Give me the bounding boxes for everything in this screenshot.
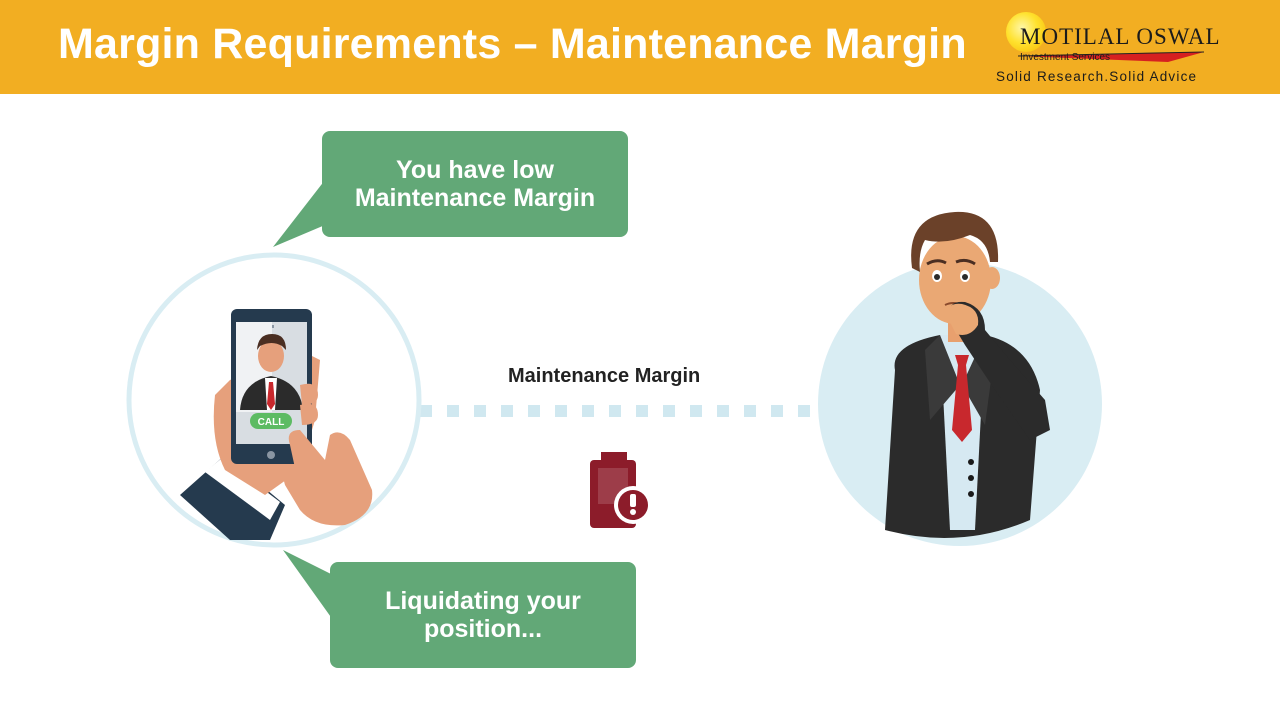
brand-logo: MOTILAL OSWAL Investment Services Solid …	[996, 10, 1230, 90]
brand-tagline: Solid Research.Solid Advice	[996, 69, 1198, 84]
brand-name: MOTILAL OSWAL	[1020, 24, 1221, 49]
header-bar: Margin Requirements – Maintenance Margin…	[0, 0, 1280, 94]
phone-caller-illustration	[126, 252, 422, 548]
message-bubble-liquidating: Liquidating your position...	[330, 562, 636, 668]
worried-investor-illustration	[818, 211, 1102, 546]
connection-dotted-line	[420, 405, 810, 417]
call-button[interactable]: CALL	[258, 417, 285, 428]
bubble-top-tail	[273, 180, 325, 247]
slide-title: Margin Requirements – Maintenance Margin	[58, 20, 967, 68]
logo-swoosh-icon	[1018, 51, 1205, 62]
maintenance-margin-label: Maintenance Margin	[508, 365, 701, 387]
message-liquidating-text: Liquidating your position...	[385, 587, 581, 643]
brand-subtitle: Investment Services	[1020, 52, 1111, 63]
low-battery-warning-icon	[590, 452, 652, 528]
message-bubble-low-margin: You have low Maintenance Margin	[322, 131, 628, 237]
message-low-margin-text: You have low Maintenance Margin	[354, 156, 596, 212]
logo-sun-icon	[1006, 12, 1046, 52]
bubble-bottom-tail	[283, 550, 333, 620]
